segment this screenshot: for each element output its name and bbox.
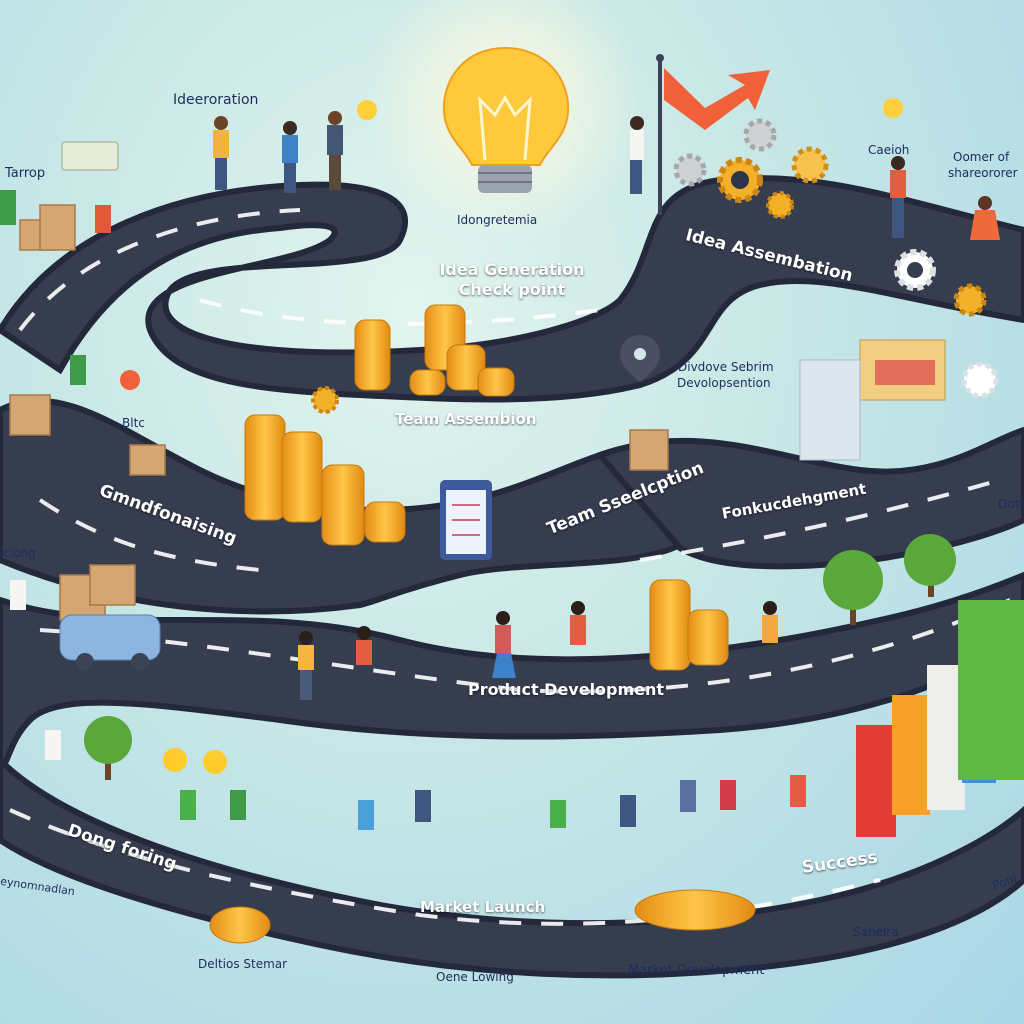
label-ideeroration: Ideeroration xyxy=(173,92,259,108)
label-tarrop: Tarrop xyxy=(5,166,46,181)
small-lightbulb-icons xyxy=(120,98,903,774)
label-divdove-sebrim: Divdove Sebrim xyxy=(678,360,774,374)
clipboard-icon xyxy=(440,480,492,560)
label-deltios-stemar: Deltios Stemar xyxy=(198,957,288,971)
label-shareororer: shareororer xyxy=(948,166,1018,180)
money-bill-icon xyxy=(61,141,119,171)
label-team-assembion: Team Assembion xyxy=(395,410,537,428)
van-icon xyxy=(59,614,161,671)
label-market-development: Market Development xyxy=(628,963,765,978)
label-oene-lowing: Oene Lowing xyxy=(436,970,514,984)
label-oomer-of: Oomer of xyxy=(953,150,1010,164)
coin-stacks xyxy=(209,304,756,944)
label-idongretemia: Idongretemia xyxy=(457,213,538,227)
label-iciong: iciong xyxy=(0,546,36,560)
flag-icon xyxy=(656,54,770,215)
label-caeioh: Caeioh xyxy=(868,143,910,157)
map-pin-icon xyxy=(620,335,660,382)
label-idea-generation-checkpoint: Idea Generation Check point xyxy=(439,260,585,299)
delivery-boxes xyxy=(9,204,669,621)
label-dott: Dott xyxy=(998,497,1024,511)
road-segment-middle xyxy=(0,397,1024,615)
people-figures xyxy=(0,111,1000,830)
label-market-launch: Market Launch xyxy=(420,898,546,916)
tree-icons xyxy=(84,534,956,780)
label-devolopsention: Devolopsention xyxy=(677,376,771,390)
storefront-icon xyxy=(799,339,946,461)
growth-bar-chart xyxy=(856,600,1024,837)
label-product-development: Product Development xyxy=(468,680,665,699)
gear-icons xyxy=(311,118,999,414)
lightbulb-icon xyxy=(442,46,570,193)
label-sanelra: Sanelra xyxy=(853,925,899,939)
label-bltc: Bltc xyxy=(122,416,145,430)
